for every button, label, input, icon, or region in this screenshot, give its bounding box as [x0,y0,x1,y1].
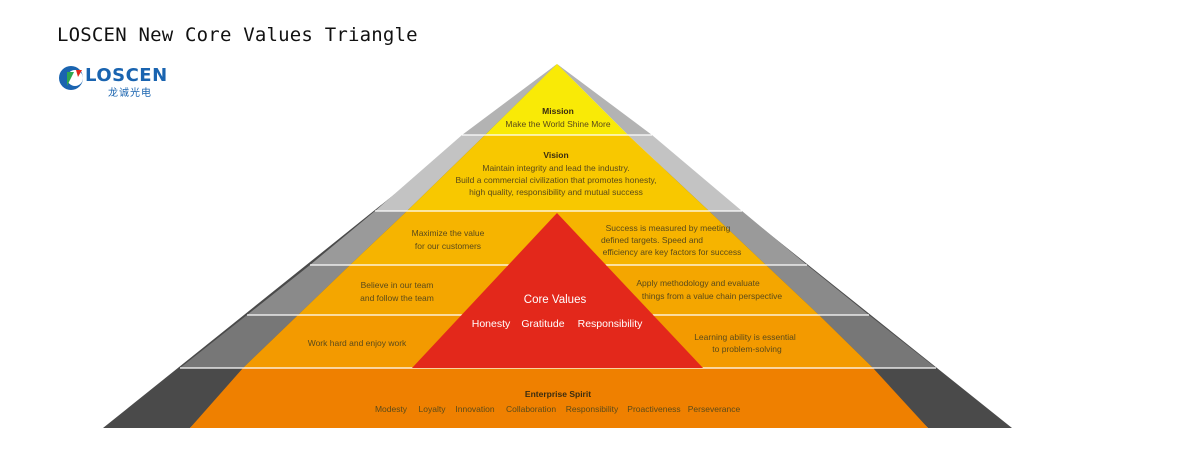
enterprise-spirit-item: Modesty [375,404,408,414]
enterprise-spirit-item: Collaboration [506,404,556,414]
facet-right-3 [709,211,807,265]
enterprise-spirit-item: Perseverance [688,404,741,414]
facet-right-1 [557,64,652,135]
mission-heading: Mission [542,106,574,116]
logo-mark-icon [59,66,83,90]
enterprise-spirit-item: Innovation [455,404,494,414]
logo-name: LOSCEN [85,65,168,86]
core-value-item: Honesty [472,318,511,330]
core-values-triangle [412,213,703,368]
right-value-line: Apply methodology and evaluate [636,278,760,288]
facet-right-4 [766,265,869,315]
right-value-line: Learning ability is essential [694,332,796,342]
facet-left-3 [310,211,407,265]
vision-line: Maintain integrity and lead the industry… [482,163,629,173]
facet-right-5 [819,315,936,368]
left-value-line: Believe in our team [361,280,434,290]
right-value-line: Success is measured by meeting [606,223,731,233]
left-value-line: Maximize the value [412,228,485,238]
facet-left-5 [180,315,298,368]
logo-subtitle: 龙诚光电 [108,88,152,99]
facet-left-2 [375,135,485,211]
tier-vision [407,135,709,211]
facet-left-4 [247,265,350,315]
vision-heading: Vision [543,150,568,160]
tier-mission [485,64,628,135]
core-value-item: Responsibility [578,318,644,330]
left-value-line: for our customers [415,241,481,251]
enterprise-spirit-item: Loyalty [419,404,447,414]
right-value-line: things from a value chain perspective [642,291,783,301]
left-value-line: Work hard and enjoy work [308,338,407,348]
enterprise-spirit-item: Proactiveness [627,404,680,414]
page-title: LOSCEN New Core Values Triangle [57,24,418,46]
core-values-heading: Core Values [524,294,587,306]
facet-right-2 [628,135,742,211]
left-value-line: and follow the team [360,293,434,303]
facet-left-1 [462,64,557,135]
enterprise-spirit-item: Responsibility [566,404,619,414]
right-value-line: to problem-solving [712,344,782,354]
tier-base [190,368,928,428]
enterprise-spirit-heading: Enterprise Spirit [525,389,591,399]
core-value-item: Gratitude [521,318,564,330]
loscen-logo: LOSCEN 龙诚光电 [58,64,188,99]
mission-text: Make the World Shine More [505,119,610,129]
vision-line: high quality, responsibility and mutual … [469,187,643,197]
vision-line: Build a commercial civilization that pro… [455,175,656,185]
right-value-line: defined targets. Speed and [601,235,703,245]
right-value-line: efficiency are key factors for success [603,247,742,257]
